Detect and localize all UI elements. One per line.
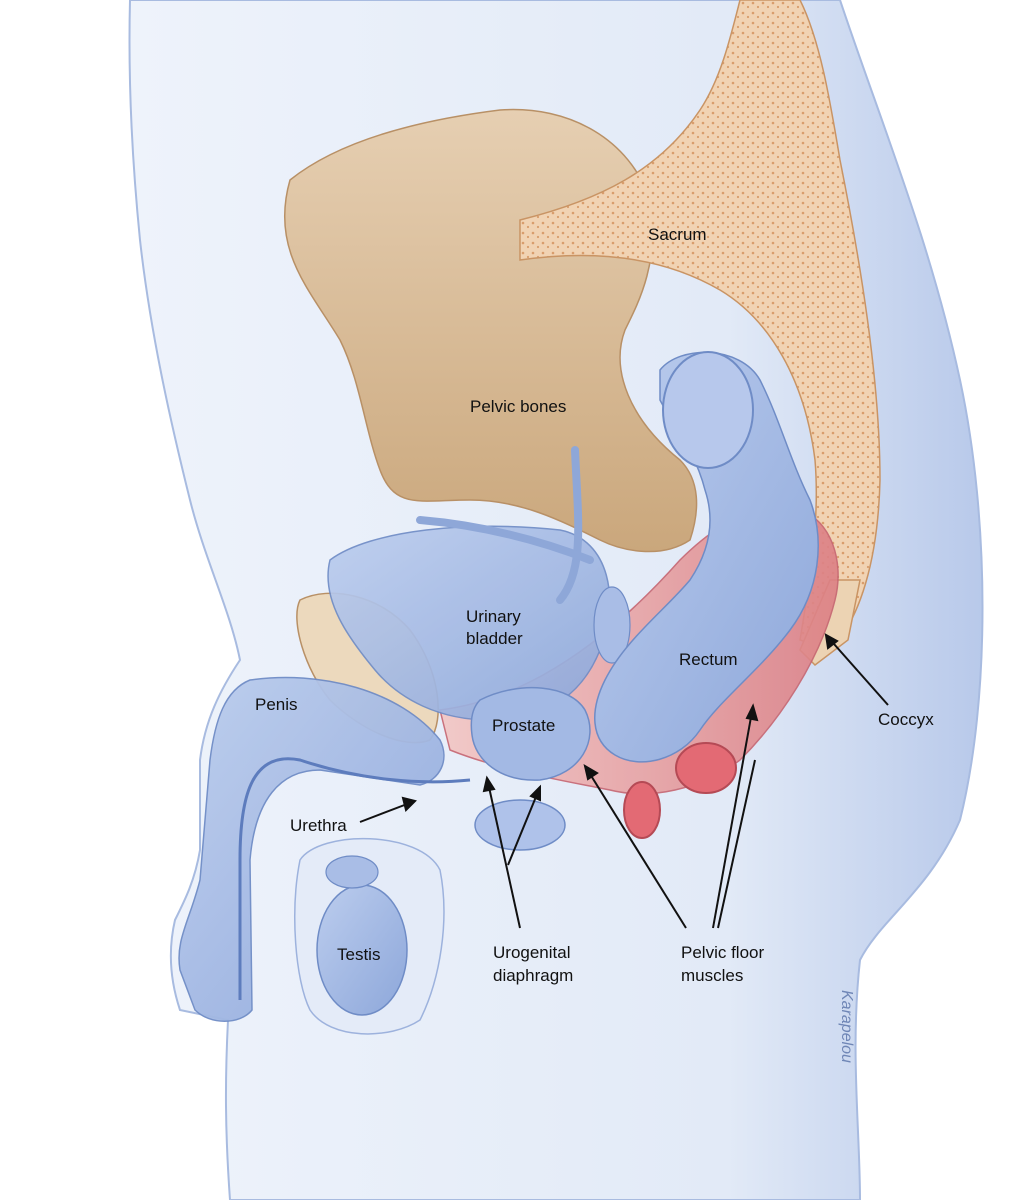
pelvic-floor-arrowhead-1 — [583, 763, 599, 781]
sphincter-section — [675, 742, 737, 794]
pelvic-floor-arrow-2 — [712, 705, 754, 929]
label-prostate: Prostate — [492, 716, 555, 735]
ureter-shape-2 — [416, 516, 594, 564]
label-sacrum: Sacrum — [648, 225, 707, 244]
urogenital-arrow-1 — [486, 777, 521, 929]
label-urogenital-2: diaphragm — [493, 966, 573, 985]
penis-shape — [178, 676, 445, 1022]
pelvic-floor-arrowhead-2 — [745, 703, 759, 722]
label-pelvic-floor-1: Pelvic floor — [681, 943, 764, 962]
rectum-shape — [594, 351, 819, 763]
pelvic-floor-arrow-1 — [584, 765, 687, 929]
label-coccyx: Coccyx — [878, 710, 934, 729]
label-rectum: Rectum — [679, 650, 738, 669]
corpus-spongiosum-bulb — [474, 799, 566, 851]
sacrum-shape — [519, 0, 881, 651]
label-urogenital-1: Urogenital — [493, 943, 571, 962]
label-testis: Testis — [337, 945, 380, 964]
pelvic-floor-arrow-3 — [717, 759, 756, 929]
coccyx-arrow — [825, 634, 889, 706]
artist-signature: Karapelou — [838, 990, 855, 1063]
label-urinary-bladder-2: bladder — [466, 629, 523, 648]
coccyx-arrowhead — [824, 633, 839, 650]
urethra-arrowhead — [401, 796, 417, 812]
label-pelvic-bones: Pelvic bones — [470, 397, 566, 416]
label-urinary-bladder-1: Urinary — [466, 607, 521, 626]
urogenital-arrowhead-1 — [482, 775, 496, 793]
label-pelvic-floor-2: muscles — [681, 966, 743, 985]
epididymis-shape — [325, 855, 379, 889]
sphincter-section-2 — [623, 781, 661, 839]
rectum-opening — [662, 351, 754, 469]
urogenital-arrowhead-2 — [529, 784, 541, 802]
label-urethra: Urethra — [290, 816, 347, 835]
label-penis: Penis — [255, 695, 298, 714]
ureter-shape — [556, 446, 583, 604]
seminal-vesicle-shape — [593, 586, 631, 664]
urogenital-arrow-2 — [507, 786, 541, 866]
leader-lines — [359, 633, 889, 929]
prostate-shape — [470, 686, 591, 781]
urethra-shape — [238, 757, 471, 1000]
